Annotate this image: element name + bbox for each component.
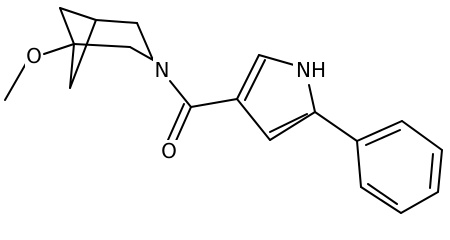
pyrrole-ring [236, 54, 316, 141]
bond [69, 19, 97, 89]
bond [95, 19, 138, 24]
bond [59, 7, 75, 45]
amide-linker [167, 80, 238, 144]
atom-nitrogen-pyrrole: NH [296, 58, 326, 82]
aromatic-bond [367, 183, 398, 205]
atom-oxygen-methoxy: O [26, 44, 42, 68]
bond [73, 43, 131, 48]
bond [59, 7, 97, 21]
phenyl-ring [314, 111, 443, 214]
bond [258, 54, 295, 66]
bond [314, 111, 358, 142]
atom-nitrogen-bicyclic: N [155, 58, 170, 82]
bond [400, 191, 439, 214]
carbonyl-bond [167, 103, 185, 141]
double-bond [244, 59, 266, 101]
bond [437, 149, 443, 193]
atom-labels: O N NH O [25, 44, 329, 163]
double-bond [269, 113, 308, 133]
carbonyl-bond [174, 106, 192, 144]
bond [308, 84, 316, 113]
bond [236, 54, 260, 100]
bond [356, 140, 362, 188]
bond [401, 120, 443, 151]
aromatic-bond [365, 129, 401, 146]
bond [43, 43, 75, 55]
atom-oxygen-carbonyl: O [161, 139, 177, 163]
bond [190, 98, 238, 108]
aromatic-bond [429, 153, 434, 189]
bond [360, 186, 402, 214]
bond [129, 46, 154, 61]
bond [169, 80, 192, 108]
chemical-structure: O N NH O [4, 7, 443, 214]
bond [4, 59, 29, 101]
azabicyclic-ring [4, 7, 154, 101]
bond [269, 111, 316, 141]
bond [356, 120, 403, 142]
bond [69, 43, 75, 89]
bond [136, 22, 154, 61]
bond [236, 98, 271, 141]
